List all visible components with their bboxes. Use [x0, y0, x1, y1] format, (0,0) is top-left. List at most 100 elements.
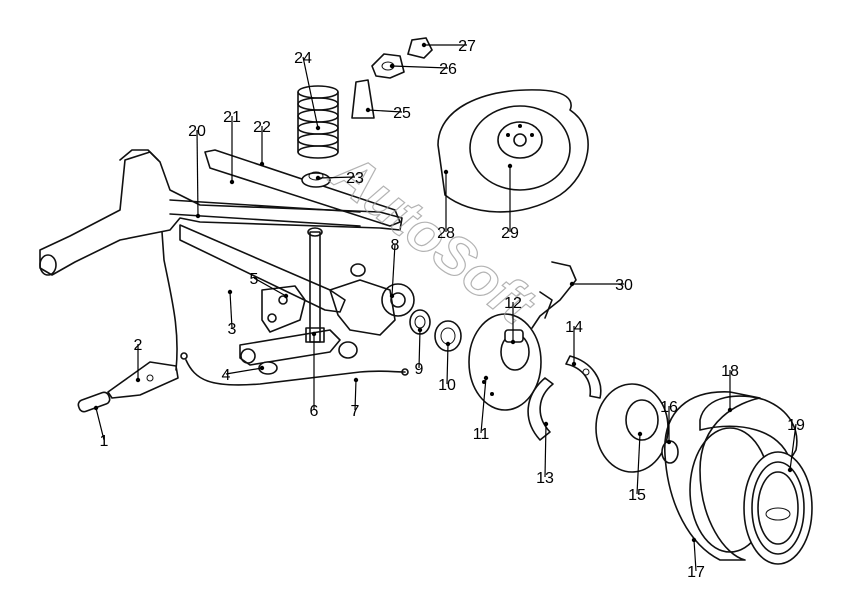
- part-label-p4: 4: [222, 367, 231, 384]
- leader-dot-p14: [571, 361, 577, 367]
- bump-stop-part-26: [351, 79, 375, 119]
- leader-line-p11: [480, 377, 487, 434]
- brake-cable-part-7: [185, 359, 409, 386]
- part-label-p26: 26: [439, 61, 457, 78]
- part-label-p8: 8: [391, 237, 400, 254]
- part-label-p10: 10: [438, 377, 456, 394]
- leader-dot-p28: [443, 169, 449, 175]
- leader-dot-p27: [421, 42, 427, 48]
- spare-wheel-hub-part-30: [497, 121, 543, 159]
- part-label-p7: 7: [351, 403, 360, 420]
- leader-dot-p29: [507, 163, 513, 169]
- top-mount-nut-part-28: [407, 37, 433, 59]
- leader-line-p23: [317, 176, 356, 179]
- part-label-p14: 14: [565, 319, 583, 336]
- leader-dot-p5: [283, 293, 289, 299]
- brake-drum-part-15: [595, 383, 669, 473]
- leader-line-p13: [544, 423, 547, 478]
- part-label-p22: 22: [253, 119, 271, 136]
- leader-dot-p20: [195, 213, 201, 219]
- leader-line-p24: [302, 56, 319, 129]
- leader-dot-p18: [727, 407, 733, 413]
- spare-wheel-part-29: [437, 89, 589, 213]
- handbrake-lever-part-1: [77, 391, 111, 413]
- leader-dot-p22: [259, 161, 265, 167]
- part-label-p30: 30: [615, 277, 633, 294]
- brake-shoe-part-13: [527, 377, 554, 441]
- part-label-p25: 25: [393, 105, 411, 122]
- part-label-p24: 24: [294, 50, 312, 67]
- leader-dot-p4: [259, 365, 265, 371]
- part-label-p6: 6: [310, 403, 319, 420]
- part-label-p13: 13: [536, 470, 554, 487]
- part-label-p5: 5: [250, 271, 259, 288]
- leader-dot-p13: [543, 421, 549, 427]
- brake-shoe-part-14: [565, 355, 602, 399]
- spring-seat-part-24: [301, 171, 331, 188]
- leader-line-p5: [253, 277, 287, 297]
- leader-dot-p17: [691, 537, 697, 543]
- leader-line-p1: [95, 407, 105, 441]
- leader-line-p4: [225, 367, 263, 375]
- wheel-rim-part-19: [699, 395, 798, 461]
- leader-dot-p1: [93, 405, 99, 411]
- part-label-p19: 19: [787, 417, 805, 434]
- leader-dot-p19: [787, 467, 793, 473]
- leader-dot-p8: [389, 293, 395, 299]
- shock-absorber-part-6: [305, 227, 325, 343]
- part-label-p1: 1: [100, 433, 109, 450]
- leader-dot-p21: [229, 179, 235, 185]
- part-label-p27: 27: [458, 38, 476, 55]
- bracket-part-5: [261, 285, 306, 333]
- part-label-p9: 9: [415, 361, 424, 378]
- leader-line-p10: [446, 343, 449, 385]
- leader-line-p8: [391, 243, 396, 297]
- leader-dot-p3: [227, 289, 233, 295]
- stub-axle-part-8: [329, 279, 415, 336]
- leader-dot-p9: [417, 327, 423, 333]
- wheel-cover-part-18: [743, 451, 813, 565]
- part-label-p23: 23: [346, 170, 364, 187]
- leader-line-p25: [367, 109, 403, 113]
- part-label-p17: 17: [687, 564, 705, 581]
- leader-dot-p26: [389, 63, 395, 69]
- leader-dot-p15: [637, 431, 643, 437]
- leader-dot-p25: [365, 107, 371, 113]
- part-label-p18: 18: [721, 363, 739, 380]
- leader-dot-p12: [510, 339, 516, 345]
- part-label-p20: 20: [188, 123, 206, 140]
- leader-dot-p7: [353, 377, 359, 383]
- leader-dot-p2: [135, 377, 141, 383]
- leader-line-p7: [354, 379, 357, 411]
- leader-line-p9: [418, 329, 421, 369]
- leader-line-p26: [391, 65, 449, 69]
- part-label-p28: 28: [437, 225, 455, 242]
- part-label-p16: 16: [660, 399, 678, 416]
- leader-dot-p23: [315, 175, 321, 181]
- part-label-p2: 2: [134, 337, 143, 354]
- leader-line-p17: [693, 539, 697, 572]
- leader-dot-p6: [311, 331, 317, 337]
- leader-line-p19: [789, 423, 797, 471]
- leader-line-p20: [196, 129, 199, 217]
- part-label-p21: 21: [223, 109, 241, 126]
- part-label-p29: 29: [501, 225, 519, 242]
- part-label-p11: 11: [473, 426, 490, 443]
- leader-dot-p10: [445, 341, 451, 347]
- part-label-p15: 15: [628, 487, 646, 504]
- leader-dot-p11: [483, 375, 489, 381]
- leader-dot-p30: [569, 281, 575, 287]
- leader-dot-p16: [666, 439, 672, 445]
- leader-line-p15: [636, 433, 641, 495]
- part-label-p12: 12: [504, 295, 522, 312]
- part-label-p3: 3: [228, 321, 237, 338]
- handbrake-bracket-part-2: [107, 361, 179, 399]
- coil-spring-part-20: [297, 85, 339, 159]
- rubber-bushes: [258, 263, 366, 375]
- leader-line-p3: [229, 291, 233, 329]
- leader-dot-p24: [315, 125, 321, 131]
- handbrake-cable-part-3: [161, 231, 188, 371]
- brake-pipe-part-31: [531, 261, 577, 329]
